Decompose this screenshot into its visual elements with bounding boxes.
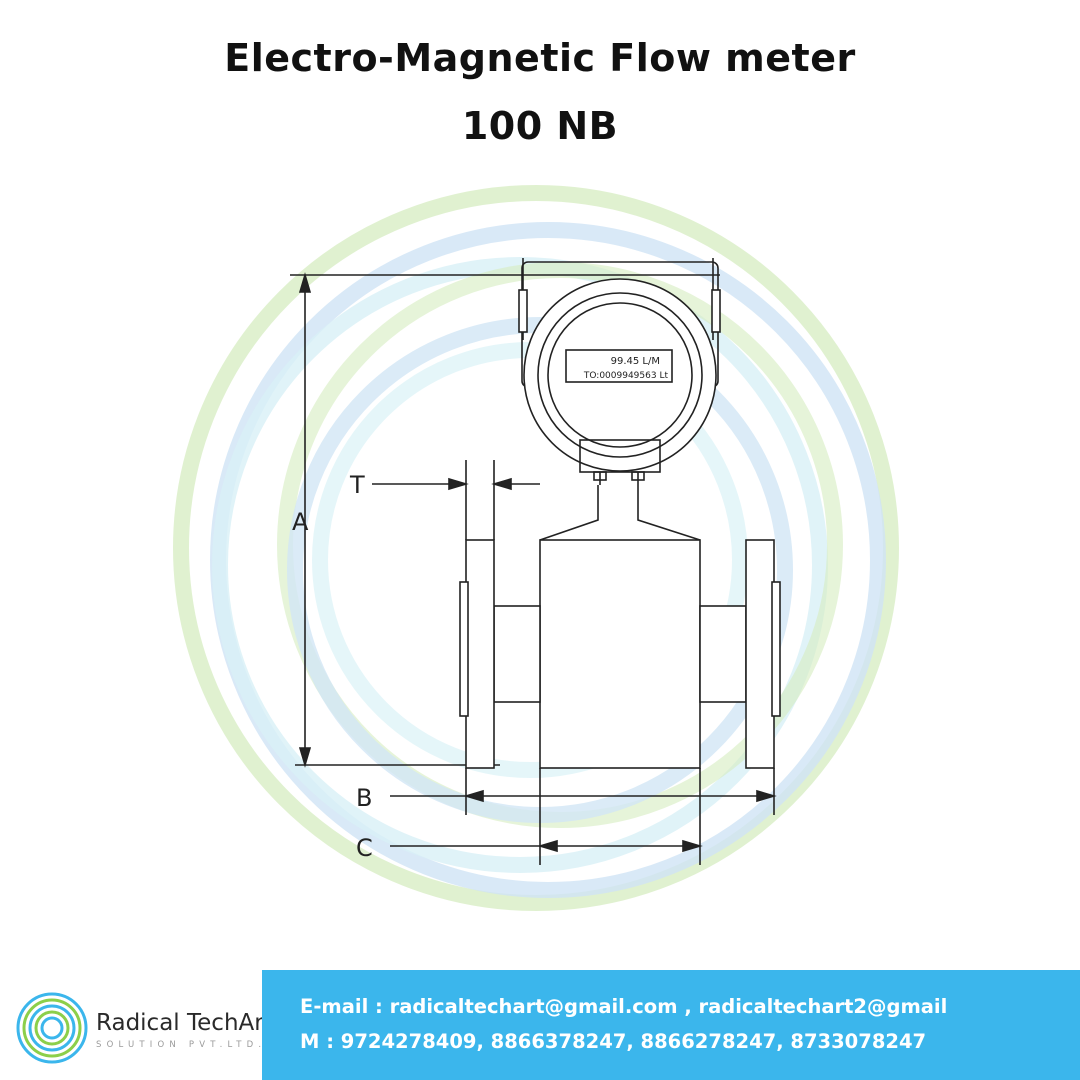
contact-email: E-mail : radicaltechart@gmail.com , radi… [300, 995, 948, 1018]
right-flange [745, 539, 775, 769]
radical-techart-logo-icon [16, 992, 88, 1064]
display-window [565, 349, 673, 383]
meter-body [539, 539, 701, 769]
display-line1: 99.45 L/M [611, 356, 660, 367]
page-subtitle: 100 NB [461, 104, 619, 148]
contact-band [262, 970, 1080, 1080]
dimension-label-T: T [349, 471, 365, 499]
dimension-label-A: A [292, 508, 309, 536]
dimension-label-C: C [356, 834, 373, 862]
contact-phone: M : 9724278409, 8866378247, 8866278247, … [300, 1030, 927, 1053]
dimension-label-B: B [356, 784, 372, 812]
meter-drawing: 99.45 L/M TO:0009949563 Lt [290, 258, 781, 865]
left-flange [465, 539, 495, 769]
flow-meter-diagram: 99.45 L/M TO:0009949563 Lt [173, 185, 899, 911]
page-title: Electro-Magnetic Flow meter [224, 36, 856, 80]
brand-name: Radical TechArt [96, 1010, 273, 1036]
display-line2: TO:0009949563 Lt [583, 371, 669, 381]
brand-subtitle: SOLUTION PVT.LTD. [96, 1040, 267, 1050]
